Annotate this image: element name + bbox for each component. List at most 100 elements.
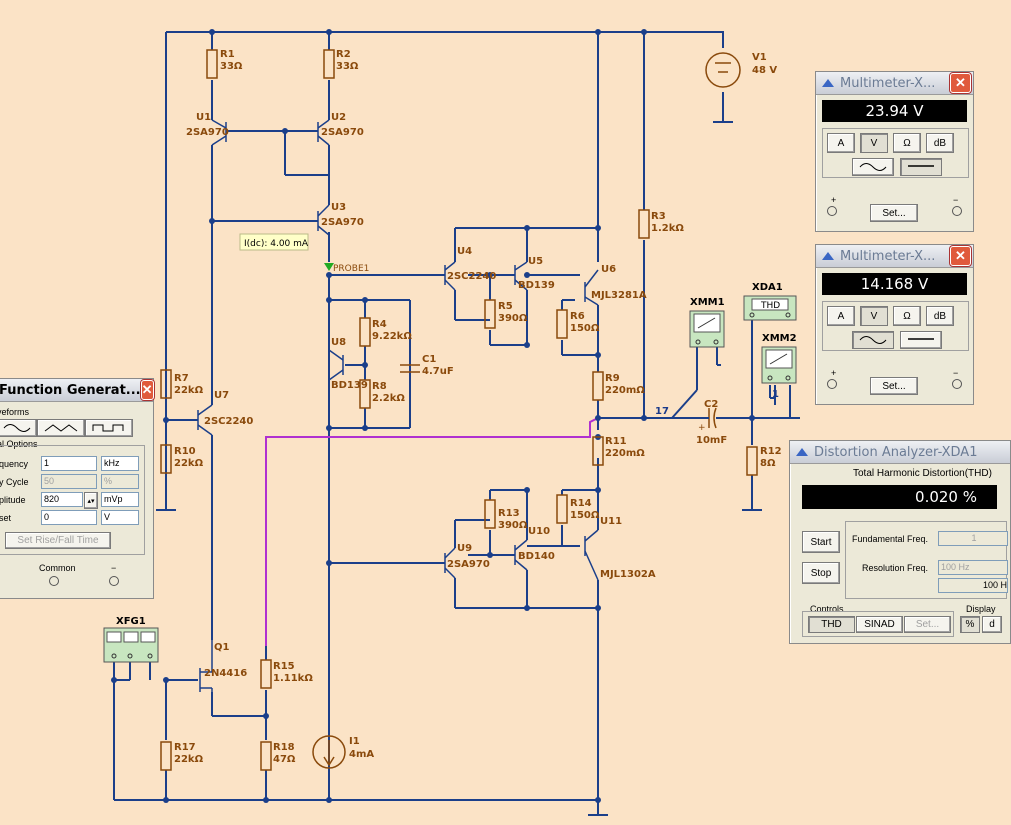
frequency-input[interactable]: 1 [41,456,97,471]
label-u5: U5 [528,256,543,267]
ohmmeter-button[interactable]: Ω [893,306,921,326]
resistor-r11[interactable] [592,436,604,466]
offset-input[interactable]: 0 [41,510,97,525]
set-rise-fall-time-button[interactable]: Set Rise/Fall Time [5,532,111,549]
resistor-r12[interactable] [746,446,758,476]
resistor-r7[interactable] [160,369,172,399]
multimeter-2-minus: − [953,368,959,378]
distortion-analyzer-titlebar[interactable]: Distortion Analyzer-XDA1 [790,441,1010,464]
resistor-r6[interactable] [556,309,568,339]
label-u9: U9 [457,543,472,554]
xda1-instrument[interactable]: XDA1 THD [743,282,797,321]
set-button[interactable]: Set... [870,377,918,395]
decibel-button[interactable]: dB [926,306,954,326]
xmm1-instrument[interactable]: XMM1 [689,297,725,348]
set-button[interactable]: Set... [904,616,951,633]
close-icon[interactable]: ✕ [140,380,154,400]
minus-label: − [111,563,117,573]
xfg1-instrument[interactable]: XFG1 [103,616,159,663]
resistor-r9[interactable] [592,371,604,401]
multimeter-2-plus: + [831,368,837,378]
dc-mode-button[interactable] [900,331,942,349]
transistor-u2 [317,119,330,146]
close-icon[interactable]: ✕ [950,73,971,93]
probe-marker-icon[interactable] [324,263,334,271]
label-r2: R2 [336,49,351,60]
duty-cycle-input[interactable]: 50 [41,474,97,489]
resolution-extra-field[interactable]: 100 H [938,578,1008,593]
fundamental-freq-input[interactable]: 1 [938,531,1008,546]
frequency-unit-select[interactable]: kHz [101,456,139,471]
square-waveform-button[interactable] [85,419,133,437]
current-source-i1[interactable] [312,735,346,769]
terminal-minus-icon[interactable] [952,379,962,389]
label-r13: R13 [498,508,520,519]
dc-mode-button[interactable] [900,158,942,176]
junctions [111,29,755,803]
amplitude-unit-select[interactable]: mVp [101,492,139,507]
common-terminal-icon[interactable] [49,576,59,586]
voltmeter-button[interactable]: V [860,133,888,153]
set-button[interactable]: Set... [870,204,918,222]
terminal-minus-icon[interactable] [952,206,962,216]
close-icon[interactable]: ✕ [950,246,971,266]
triangle-waveform-button[interactable] [37,419,85,437]
stop-label: Stop [810,567,832,579]
resistor-r18[interactable] [260,741,272,771]
multimeter-2-titlebar[interactable]: Multimeter-X... ✕ [816,245,973,268]
resistor-r13[interactable] [484,499,496,529]
xmm2-instrument[interactable]: XMM2 [761,333,797,384]
multisim-icon [794,445,810,459]
resistor-r3[interactable] [638,209,650,239]
percent-button[interactable]: % [960,616,980,633]
ac-mode-button[interactable] [852,158,894,176]
multimeter-window-1[interactable]: Multimeter-X... ✕ 23.94 V A V Ω dB + − S… [815,71,974,232]
terminal-plus-icon[interactable] [827,379,837,389]
voltmeter-button[interactable]: V [860,306,888,326]
type-u10: BD140 [518,551,555,562]
ac-mode-button[interactable] [852,331,894,349]
sinad-label: SINAD [864,619,895,630]
minus-terminal-icon[interactable] [109,576,119,586]
ammeter-button[interactable]: A [827,133,855,153]
stop-button[interactable]: Stop [802,562,840,584]
label-u1: U1 [196,112,211,123]
resistor-r5[interactable] [484,299,496,329]
resolution-freq-select[interactable]: 100 Hz [938,560,1008,575]
function-generator-titlebar[interactable]: Function Generat... ✕ [0,379,154,402]
duty-cycle-unit-select[interactable]: % [101,474,139,489]
ohmmeter-button[interactable]: Ω [893,133,921,153]
multimeter-window-2[interactable]: Multimeter-X... ✕ 14.168 V A V Ω dB + − … [815,244,974,405]
label-r12: R12 [760,446,782,457]
resistor-r4[interactable] [359,317,371,347]
value-r12: 8Ω [760,458,776,469]
value-i1: 4mA [349,749,374,760]
multimeter-1-titlebar[interactable]: Multimeter-X... ✕ [816,72,973,95]
resistor-r1[interactable] [206,49,218,79]
decibel-button[interactable]: dB [926,133,954,153]
resistor-r10[interactable] [160,444,172,474]
resistor-r15[interactable] [260,659,272,689]
offset-unit-select[interactable]: V [101,510,139,525]
ammeter-button[interactable]: A [827,306,855,326]
db-button[interactable]: d [982,616,1002,633]
amplitude-input[interactable]: 820 [41,492,83,507]
capacitor-c2[interactable] [708,407,717,429]
start-button[interactable]: Start [802,531,840,553]
label-q1: Q1 [214,642,230,653]
value-r11: 220mΩ [605,448,645,459]
sine-waveform-button[interactable] [0,419,37,437]
distortion-analyzer-window[interactable]: Distortion Analyzer-XDA1 Total Harmonic … [789,440,1011,644]
capacitor-c1[interactable] [400,364,420,373]
resistor-r2[interactable] [323,49,335,79]
resistor-r8[interactable] [359,379,371,409]
resistor-r17[interactable] [160,741,172,771]
thd-button[interactable]: THD [808,616,855,633]
amplitude-stepper[interactable]: ▴▾ [84,492,98,509]
resistor-r14[interactable] [556,494,568,524]
function-generator-window[interactable]: Function Generat... ✕ veforms al Options… [0,378,154,599]
dc-voltage-source-v1[interactable] [705,52,741,88]
sinad-button[interactable]: SINAD [856,616,903,633]
terminal-plus-icon[interactable] [827,206,837,216]
